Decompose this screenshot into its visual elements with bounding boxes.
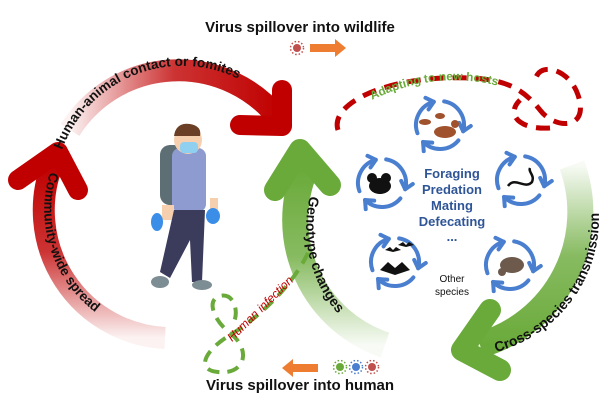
top-title: Virus spillover into wildlife (205, 19, 395, 36)
pangolin-icon (498, 257, 524, 276)
behavior-item: ... (447, 229, 458, 244)
virus-icon (332, 359, 348, 375)
cycle-arrows-icon (484, 235, 543, 294)
cycle-arrows-icon (356, 153, 415, 212)
cycle-arrows-icon (495, 150, 554, 209)
other-species-line1: Other (439, 274, 465, 285)
red-arrowhead-left (8, 142, 88, 200)
human-animal-contact-label: Human-animal contact or fomites (51, 54, 243, 151)
green-arrowhead-right (451, 299, 511, 381)
virus-icon (289, 40, 305, 56)
green-arc-right (476, 160, 594, 358)
behavior-item: Mating (431, 198, 473, 213)
orange-arrow-right (310, 39, 346, 57)
cat-icon (367, 173, 391, 194)
green-arrowhead-left (264, 139, 341, 201)
dog-family-icon (419, 113, 459, 138)
red-arc-left (32, 161, 166, 349)
virus-icon (348, 359, 364, 375)
red-arrowhead-top (230, 80, 292, 136)
snake-icon (506, 167, 534, 187)
bat-icon (380, 242, 414, 275)
virus-icon (364, 359, 380, 375)
person-icon (151, 123, 220, 290)
animal-cycles (356, 95, 554, 294)
red-dashed-loop (334, 66, 583, 131)
cycle-arrows-icon (369, 232, 428, 291)
orange-arrow-left (282, 359, 318, 377)
behavior-item: Defecating (419, 214, 486, 229)
bottom-title: Virus spillover into human (206, 377, 394, 394)
cycle-arrows-icon (414, 95, 473, 154)
red-arc-top (60, 59, 287, 137)
other-species-line2: species (435, 287, 469, 298)
behavior-item: Foraging (424, 166, 480, 181)
adapting-label: Adapting to new hosts (367, 69, 500, 102)
behavior-item: Predation (422, 182, 482, 197)
green-arc-left (282, 165, 390, 358)
green-dashed-loop (203, 252, 310, 375)
behavior-list: Foraging Predation Mating Defecating ... (419, 166, 486, 244)
